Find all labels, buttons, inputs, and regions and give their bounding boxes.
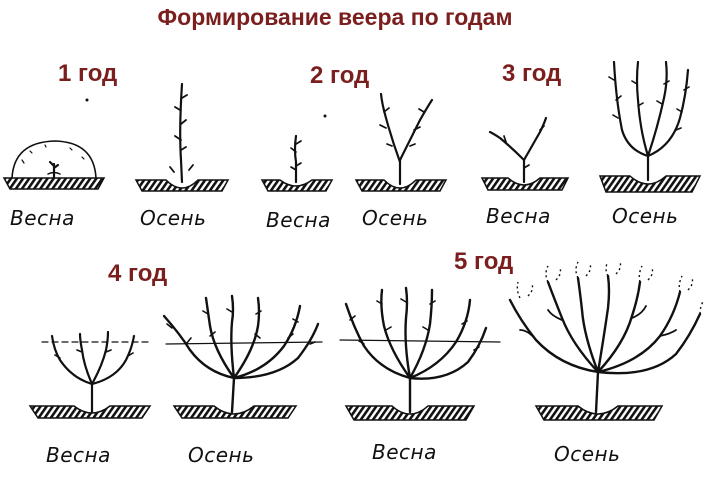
stage-4-autumn-plant bbox=[162, 294, 323, 414]
stage-1-spring-soil bbox=[2, 177, 106, 190]
stage-3-spring-soil bbox=[480, 177, 570, 191]
stage-2-autumn-plant bbox=[379, 92, 434, 186]
stage-5-autumn-soil bbox=[534, 405, 664, 421]
ink-dot bbox=[85, 98, 89, 102]
year-label-3: 3 год bbox=[502, 60, 562, 87]
page-title: Формирование веера по годам bbox=[157, 4, 513, 30]
stage-2-spring-plant bbox=[290, 134, 302, 184]
stage-1-spring-plant bbox=[11, 140, 97, 182]
stage-3-autumn-soil bbox=[598, 175, 702, 193]
year-label-1: 1 год bbox=[58, 60, 118, 87]
year-label-5: 5 год bbox=[454, 248, 514, 275]
stage-2-spring-soil bbox=[260, 179, 334, 192]
caption-stage-1-spring: Весна bbox=[10, 206, 75, 230]
stage-5-spring-plant bbox=[339, 286, 501, 414]
caption-stage-5-spring: Весна bbox=[372, 440, 437, 464]
caption-stage-2-spring: Весна bbox=[266, 208, 331, 232]
stage-4-autumn-soil bbox=[172, 405, 298, 419]
caption-stage-4-spring: Весна bbox=[46, 443, 111, 467]
caption-stage-4-autumn: Осень bbox=[188, 443, 255, 467]
year-label-4: 4 год bbox=[108, 260, 168, 287]
caption-stage-2-autumn: Осень bbox=[362, 206, 429, 230]
stage-4-spring-soil bbox=[28, 405, 152, 419]
stage-2-autumn-soil bbox=[354, 179, 448, 192]
stage-1-autumn-plant bbox=[169, 82, 194, 184]
stage-5-spring-soil bbox=[344, 405, 476, 421]
stage-4-spring-plant bbox=[41, 330, 149, 414]
caption-stage-1-autumn: Осень bbox=[140, 206, 207, 230]
stage-1-autumn-soil bbox=[134, 179, 230, 192]
caption-stage-3-spring: Весна bbox=[486, 204, 551, 228]
stage-3-autumn-plant bbox=[608, 60, 690, 182]
stage-5-autumn-plant bbox=[508, 274, 702, 414]
ink-dot bbox=[323, 114, 327, 118]
year-label-2: 2 год bbox=[310, 62, 370, 89]
caption-stage-5-autumn: Осень bbox=[554, 442, 621, 466]
stage-3-spring-plant bbox=[488, 116, 548, 184]
caption-stage-3-autumn: Осень bbox=[612, 204, 679, 228]
